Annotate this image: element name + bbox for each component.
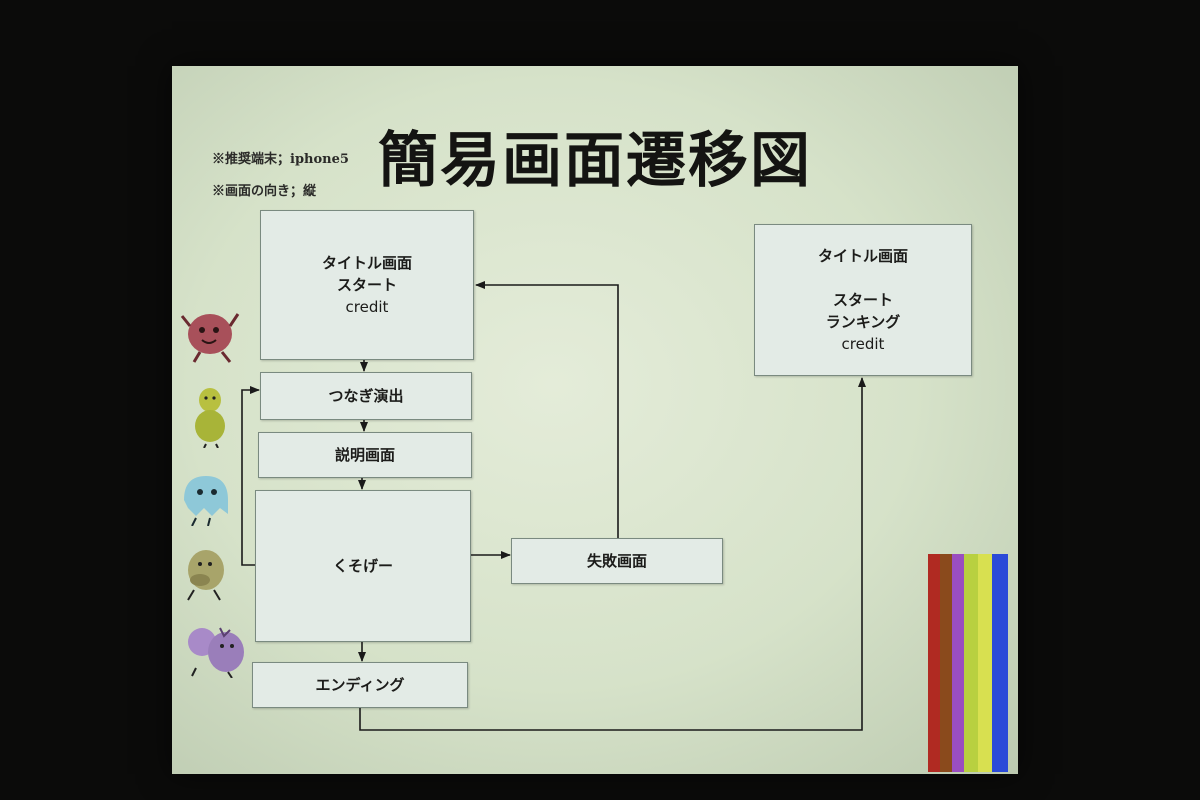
stripe-lime [964, 554, 978, 772]
ending-label: エンディング [315, 676, 405, 694]
purple-cat-character-icon [188, 627, 244, 678]
title-screen-box: タイトル画面 スタート credit [260, 210, 474, 360]
note-screen-orientation: ※画面の向き；縦 [212, 184, 317, 199]
stripe-purple [952, 554, 964, 772]
setsumei-box: 説明画面 [258, 432, 472, 478]
title-screen-start: スタート [336, 276, 397, 294]
game-box: くそげー [255, 490, 471, 642]
ending-box: エンディング [252, 662, 468, 708]
setsumei-label: 説明画面 [334, 446, 395, 464]
stripe-red [928, 554, 940, 772]
olive-creature-character-icon [187, 550, 224, 601]
title-screen-2-label: タイトル画面 [817, 247, 908, 265]
title-screen-2-start: スタート [832, 291, 893, 309]
slide-title: 簡易画面遷移図 [378, 126, 812, 196]
title-screen-2-ranking: ランキング [825, 313, 901, 331]
tsunagi-label: つなぎ演出 [328, 387, 404, 405]
stripe-blue [992, 554, 1008, 772]
title-screen-credit: credit [345, 298, 389, 316]
title-screen-label: タイトル画面 [321, 254, 412, 272]
green-bird-character-icon [195, 388, 225, 448]
stripe-yellow [978, 554, 992, 772]
title-screen-2-credit: credit [841, 335, 885, 353]
tsunagi-box: つなぎ演出 [260, 372, 472, 420]
color-stripes [928, 554, 1010, 772]
failure-label: 失敗画面 [586, 552, 647, 570]
stripe-brown [940, 554, 952, 772]
game-label: くそげー [332, 557, 393, 575]
blue-ghost-character-icon [184, 476, 228, 526]
red-blob-character-icon [180, 313, 240, 363]
title-screen-2-box: タイトル画面 スタート ランキング credit [754, 224, 972, 376]
failure-box: 失敗画面 [511, 538, 723, 584]
note-recommended-device: ※推奨端末；iphone5 [212, 152, 349, 167]
